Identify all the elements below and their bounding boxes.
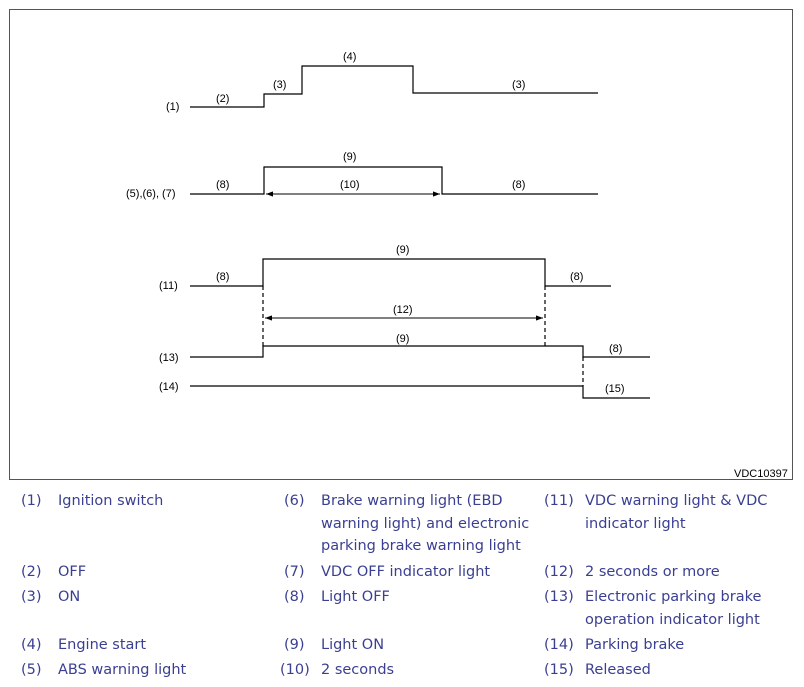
vdc-warning-waveform xyxy=(190,258,611,287)
row1-on-right-label: (3) xyxy=(512,79,525,91)
row2-off-right-label: (8) xyxy=(512,179,525,191)
legend-num: (10) xyxy=(280,662,310,678)
legend-text: ABS warning light xyxy=(58,662,187,678)
legend-text: Engine start xyxy=(58,637,147,653)
row3-on-label: (9) xyxy=(396,244,409,256)
legend-num: (6) xyxy=(284,493,305,509)
row1-engine-start-label: (4) xyxy=(343,51,356,63)
row4-off-right-label: (8) xyxy=(609,343,622,355)
legend-text: Ignition switch xyxy=(58,493,164,509)
row2-off-left-label: (8) xyxy=(216,179,229,191)
row3-label: (11) xyxy=(159,280,178,292)
legend-text: VDC warning light & VDC indicator light xyxy=(585,493,768,532)
legend-num: (14) xyxy=(544,637,574,653)
legend: (1) Ignition switch (2) OFF (3) ON (4) E… xyxy=(0,486,804,686)
legend-num: (11) xyxy=(544,493,574,509)
row3-off-right-label: (8) xyxy=(570,271,583,283)
row5-released-label: (15) xyxy=(605,383,625,395)
legend-num: (4) xyxy=(21,637,42,653)
legend-text: Brake warning light (EBD warning light) … xyxy=(321,493,530,554)
warning-lights-waveform xyxy=(190,166,598,195)
legend-num: (15) xyxy=(544,662,574,678)
legend-text: Parking brake xyxy=(585,637,685,653)
legend-text: Light OFF xyxy=(321,589,390,605)
row2-on-label: (9) xyxy=(343,151,356,163)
row3-off-left-label: (8) xyxy=(216,271,229,283)
legend-text: 2 seconds or more xyxy=(585,564,720,580)
legend-num: (12) xyxy=(544,564,574,580)
legend-num: (13) xyxy=(544,589,574,605)
row1-off-label: (2) xyxy=(216,93,229,105)
diagram-id-code: VDC10397 xyxy=(734,468,788,480)
epb-indicator-waveform xyxy=(190,345,650,358)
legend-num: (5) xyxy=(21,662,42,678)
legend-text: OFF xyxy=(58,564,87,580)
legend-text: ON xyxy=(58,589,81,605)
legend-text: 2 seconds xyxy=(321,662,395,678)
row2-duration-label: (10) xyxy=(340,179,360,191)
legend-text: Light ON xyxy=(321,637,385,653)
legend-num: (3) xyxy=(21,589,42,605)
legend-num: (9) xyxy=(284,637,305,653)
row5-label: (14) xyxy=(159,381,179,393)
legend-num: (8) xyxy=(284,589,305,605)
timing-diagram: (1) (2) (3) (4) (3) (5),(6), (7) (8) (9)… xyxy=(126,51,788,480)
timing-diagram-frame xyxy=(9,9,793,480)
row4-label: (13) xyxy=(159,352,179,364)
legend-num: (7) xyxy=(284,564,305,580)
row2-label: (5),(6), (7) xyxy=(126,188,176,200)
row1-label: (1) xyxy=(166,101,179,113)
legend-num: (1) xyxy=(21,493,42,509)
parking-brake-waveform xyxy=(190,385,650,399)
row4-on-label: (9) xyxy=(396,333,409,345)
legend-num: (2) xyxy=(21,564,42,580)
row1-on-left-label: (3) xyxy=(273,79,286,91)
ignition-switch-waveform xyxy=(190,65,598,108)
legend-text: VDC OFF indicator light xyxy=(321,564,491,580)
legend-text: Electronic parking brake operation indic… xyxy=(585,589,762,628)
legend-text: Released xyxy=(585,662,651,678)
row3-duration-label: (12) xyxy=(393,304,413,316)
